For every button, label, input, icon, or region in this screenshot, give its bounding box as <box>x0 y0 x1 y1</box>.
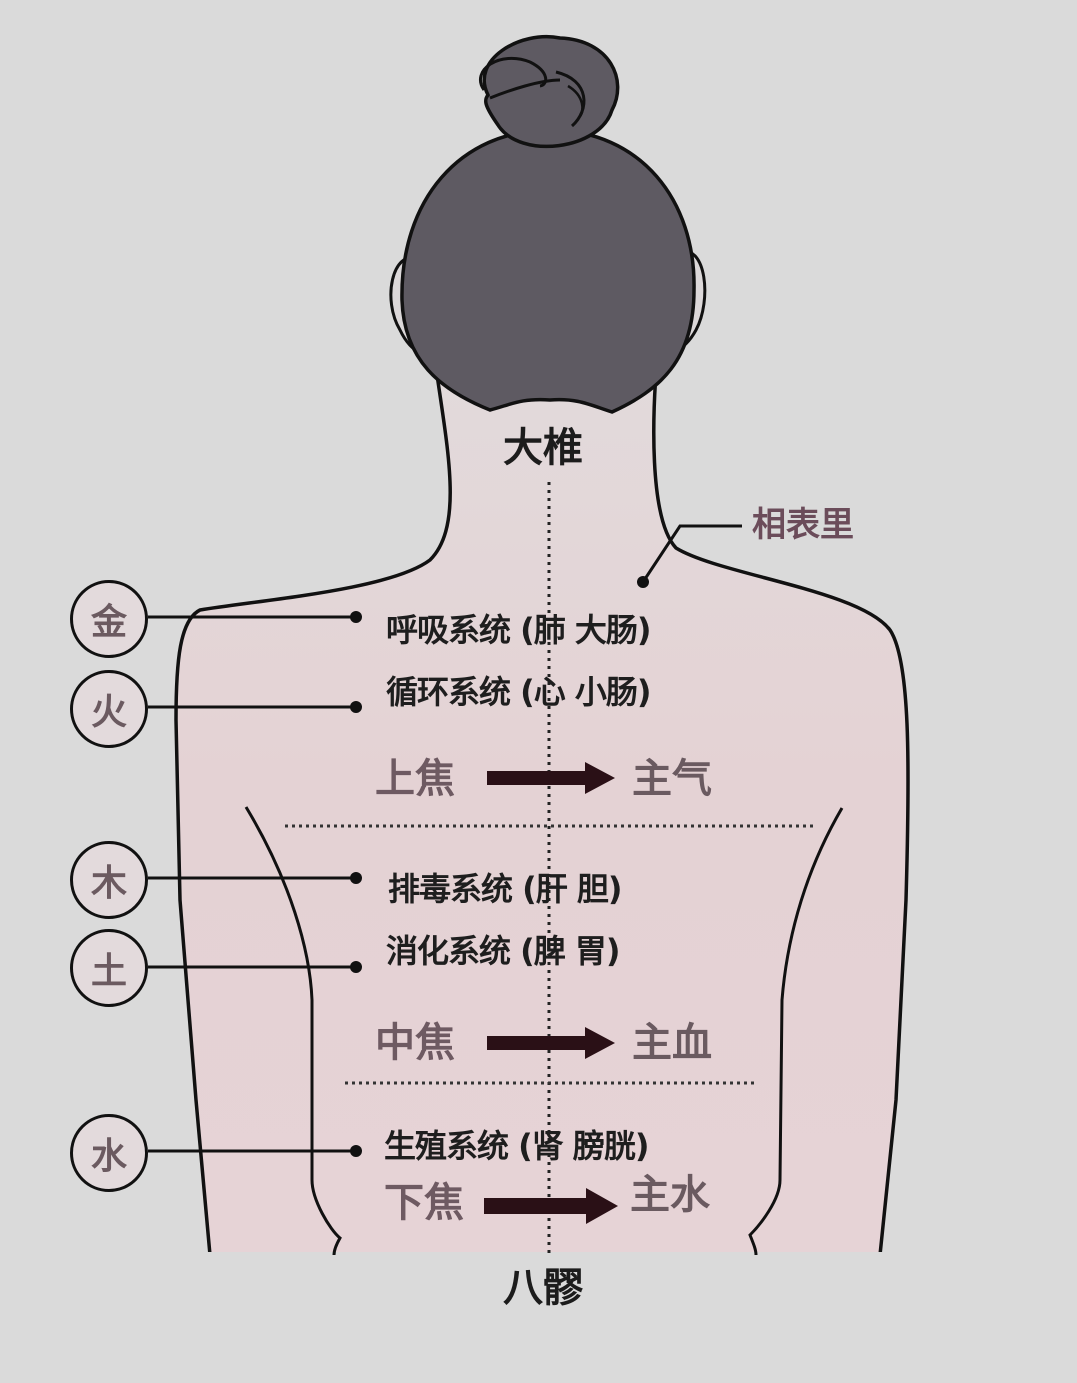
upper-burner-label: 上焦 <box>375 756 455 802</box>
interior-exterior-pointer <box>641 524 742 583</box>
element-metal-circle: 金 <box>70 580 148 658</box>
lower-burner-label: 下焦 <box>384 1180 464 1226</box>
middle-burner-governs: 主血 <box>632 1020 712 1066</box>
middle-burner-arrow-icon <box>487 1027 615 1059</box>
upper-burner-arrow-icon <box>487 762 615 794</box>
element-water-circle: 水 <box>70 1114 148 1192</box>
reproductive-system-label: 生殖系统 (肾 膀胱) <box>384 1127 650 1165</box>
lower-burner-governs: 主水 <box>630 1172 710 1218</box>
dazhui-point-label: 大椎 <box>503 425 583 471</box>
detox-system-label: 排毒系统 (肝 胆) <box>388 870 623 908</box>
head-hair <box>400 128 696 414</box>
element-earth-char: 土 <box>90 951 127 992</box>
upper-burner-governs: 主气 <box>632 756 712 802</box>
element-wood-circle: 木 <box>70 841 148 919</box>
interior-exterior-label: 相表里 <box>752 505 854 545</box>
element-water-char: 水 <box>90 1136 127 1177</box>
respiratory-system-label: 呼吸系统 (肺 大肠) <box>386 611 652 649</box>
circulatory-system-label: 循环系统 (心 小肠) <box>386 673 652 711</box>
left-arm-line <box>244 806 342 1256</box>
lower-burner-arrow-icon <box>484 1188 618 1224</box>
middle-burner-label: 中焦 <box>375 1020 455 1066</box>
element-metal-char: 金 <box>90 602 127 643</box>
right-arm-line <box>748 807 844 1256</box>
element-fire-circle: 火 <box>70 670 148 748</box>
digestive-system-label: 消化系统 (脾 胃) <box>386 932 621 970</box>
element-fire-char: 火 <box>90 692 127 733</box>
hair-bun <box>482 35 620 149</box>
torso-outline <box>174 318 910 1257</box>
element-earth-circle: 土 <box>70 929 148 1007</box>
baliao-point-label: 八髎 <box>503 1265 583 1311</box>
element-wood-char: 木 <box>90 863 127 904</box>
